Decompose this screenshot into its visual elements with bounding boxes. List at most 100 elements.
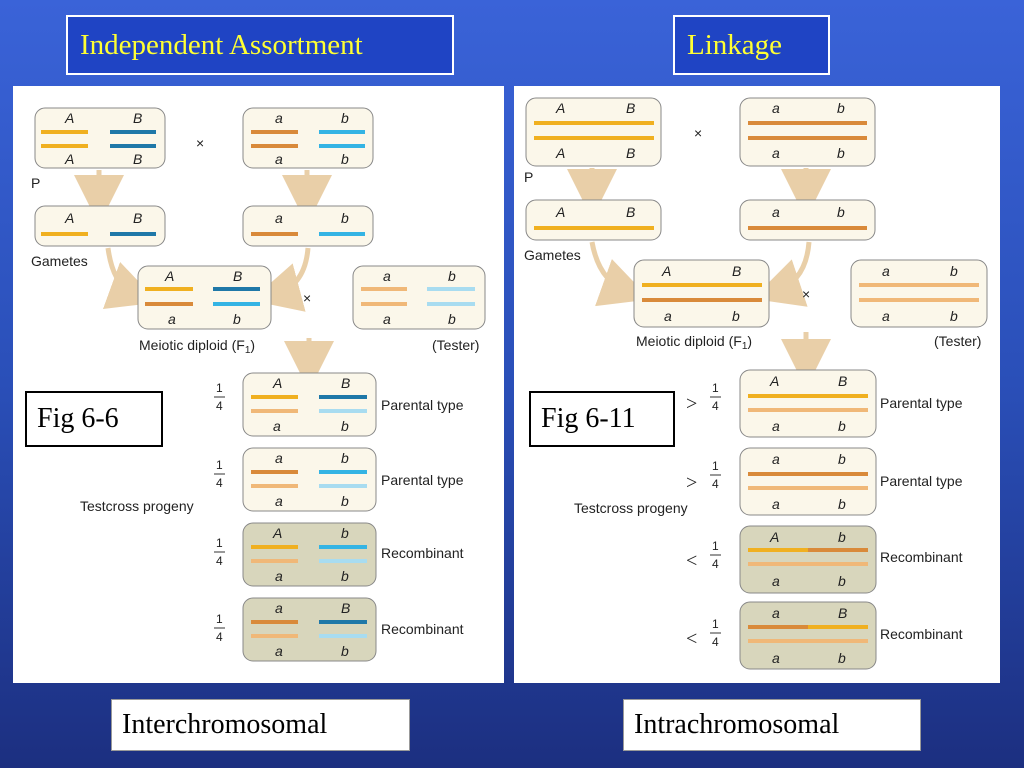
svg-text:A: A [272, 375, 282, 391]
svg-text:4: 4 [216, 554, 223, 568]
allele-label: b [233, 311, 241, 327]
tester-label: (Tester) [432, 337, 479, 353]
cross-symbol: × [303, 290, 311, 306]
svg-text:<: < [686, 628, 697, 650]
svg-text:B: B [626, 204, 635, 220]
fig-label-left: Fig 6-6 [25, 391, 163, 447]
svg-text:A: A [661, 263, 671, 279]
svg-text:Gametes: Gametes [524, 247, 581, 263]
svg-text:×: × [694, 125, 702, 141]
svg-text:1: 1 [216, 458, 223, 472]
parent-box-ab [242, 107, 374, 169]
svg-text:<: < [686, 550, 697, 572]
svg-text:a: a [772, 100, 780, 116]
allele-label: a [383, 268, 391, 284]
svg-text:b: b [341, 493, 349, 509]
testcross-progeny-label: Testcross progeny [574, 500, 688, 516]
gamete-box-ab [242, 205, 374, 247]
allele-label: A [64, 151, 74, 167]
testcross-progeny-label: Testcross progeny [80, 498, 194, 514]
svg-text:a: a [273, 418, 281, 434]
f1-diploid-box [633, 259, 770, 328]
svg-text:a: a [772, 496, 780, 512]
gamete-box-AB [525, 199, 662, 241]
svg-text:a: a [664, 308, 672, 324]
svg-text:Recombinant: Recombinant [381, 545, 464, 561]
linkage-diagram: A B A B × a b a b P A B a b Gametes A B … [524, 97, 988, 670]
independent-assortment-panel: A B A B × a b a b P A B a b Gametes A B … [13, 86, 504, 683]
svg-text:>: > [686, 472, 697, 494]
parent-box-ab [739, 97, 876, 167]
svg-text:1: 1 [216, 536, 223, 550]
svg-text:B: B [626, 145, 635, 161]
svg-text:a: a [772, 451, 780, 467]
gamete-box-ab [739, 199, 876, 241]
svg-text:1: 1 [712, 539, 719, 553]
svg-text:A: A [769, 529, 779, 545]
svg-text:b: b [341, 525, 349, 541]
svg-text:Meiotic diploid (F1): Meiotic diploid (F1) [636, 333, 752, 352]
svg-text:Parental type: Parental type [381, 397, 464, 413]
svg-text:4: 4 [216, 399, 223, 413]
svg-text:A: A [555, 100, 565, 116]
svg-text:4: 4 [712, 477, 719, 491]
allele-label: a [275, 151, 283, 167]
svg-text:>: > [686, 393, 697, 415]
svg-text:b: b [950, 263, 958, 279]
allele-label: A [64, 210, 74, 226]
progeny-row-3: < 1 4 A b a b Recombinant [686, 525, 963, 594]
progeny-row-4: 1 4 a B a b Recombinant [214, 597, 464, 662]
svg-text:1: 1 [216, 381, 223, 395]
svg-text:×: × [802, 286, 810, 302]
cross-symbol: × [196, 135, 204, 151]
svg-text:1: 1 [712, 381, 719, 395]
progeny-row-3: 1 4 A b a b Recombinant [214, 522, 464, 587]
svg-text:a: a [772, 573, 780, 589]
svg-text:Parental type: Parental type [381, 472, 464, 488]
allele-label: B [233, 268, 242, 284]
svg-text:a: a [275, 643, 283, 659]
svg-text:a: a [772, 605, 780, 621]
svg-text:a: a [275, 493, 283, 509]
svg-text:Recombinant: Recombinant [381, 621, 464, 637]
svg-text:b: b [837, 100, 845, 116]
allele-label: A [64, 110, 74, 126]
svg-text:B: B [732, 263, 741, 279]
progeny-row-4: < 1 4 a B a b Recombinant [686, 601, 963, 670]
progeny-row-2: 1 4 a b a b Parental type [214, 447, 464, 512]
svg-text:(Tester): (Tester) [934, 333, 981, 349]
svg-text:4: 4 [712, 635, 719, 649]
svg-text:P: P [524, 169, 533, 185]
gamete-box-AB [34, 205, 166, 247]
svg-text:a: a [772, 145, 780, 161]
svg-text:B: B [341, 375, 350, 391]
p-label: P [31, 175, 40, 191]
allele-label: A [164, 268, 174, 284]
allele-label: a [383, 311, 391, 327]
svg-text:B: B [838, 605, 847, 621]
title-linkage: Linkage [673, 15, 830, 75]
svg-text:a: a [882, 263, 890, 279]
gametes-label: Gametes [31, 253, 88, 269]
svg-text:b: b [950, 308, 958, 324]
allele-label: a [168, 311, 176, 327]
parent-box-AB [34, 107, 166, 169]
svg-text:4: 4 [216, 476, 223, 490]
svg-text:Recombinant: Recombinant [880, 626, 963, 642]
allele-label: b [448, 311, 456, 327]
interchromosomal-label: Interchromosomal [111, 699, 410, 751]
svg-text:a: a [275, 450, 283, 466]
allele-label: b [448, 268, 456, 284]
independent-assortment-diagram: A B A B × a b a b P A B a b Gametes A B … [31, 107, 486, 662]
svg-text:b: b [838, 650, 846, 666]
svg-text:b: b [837, 204, 845, 220]
svg-text:b: b [732, 308, 740, 324]
intrachromosomal-label: Intrachromosomal [623, 699, 921, 751]
svg-text:1: 1 [712, 459, 719, 473]
svg-text:a: a [275, 600, 283, 616]
svg-text:Parental type: Parental type [880, 395, 963, 411]
fig-label-right: Fig 6-11 [529, 391, 675, 447]
svg-text:b: b [838, 573, 846, 589]
f1-label: Meiotic diploid (F1) [139, 337, 255, 356]
title-independent-assortment: Independent Assortment [66, 15, 454, 75]
